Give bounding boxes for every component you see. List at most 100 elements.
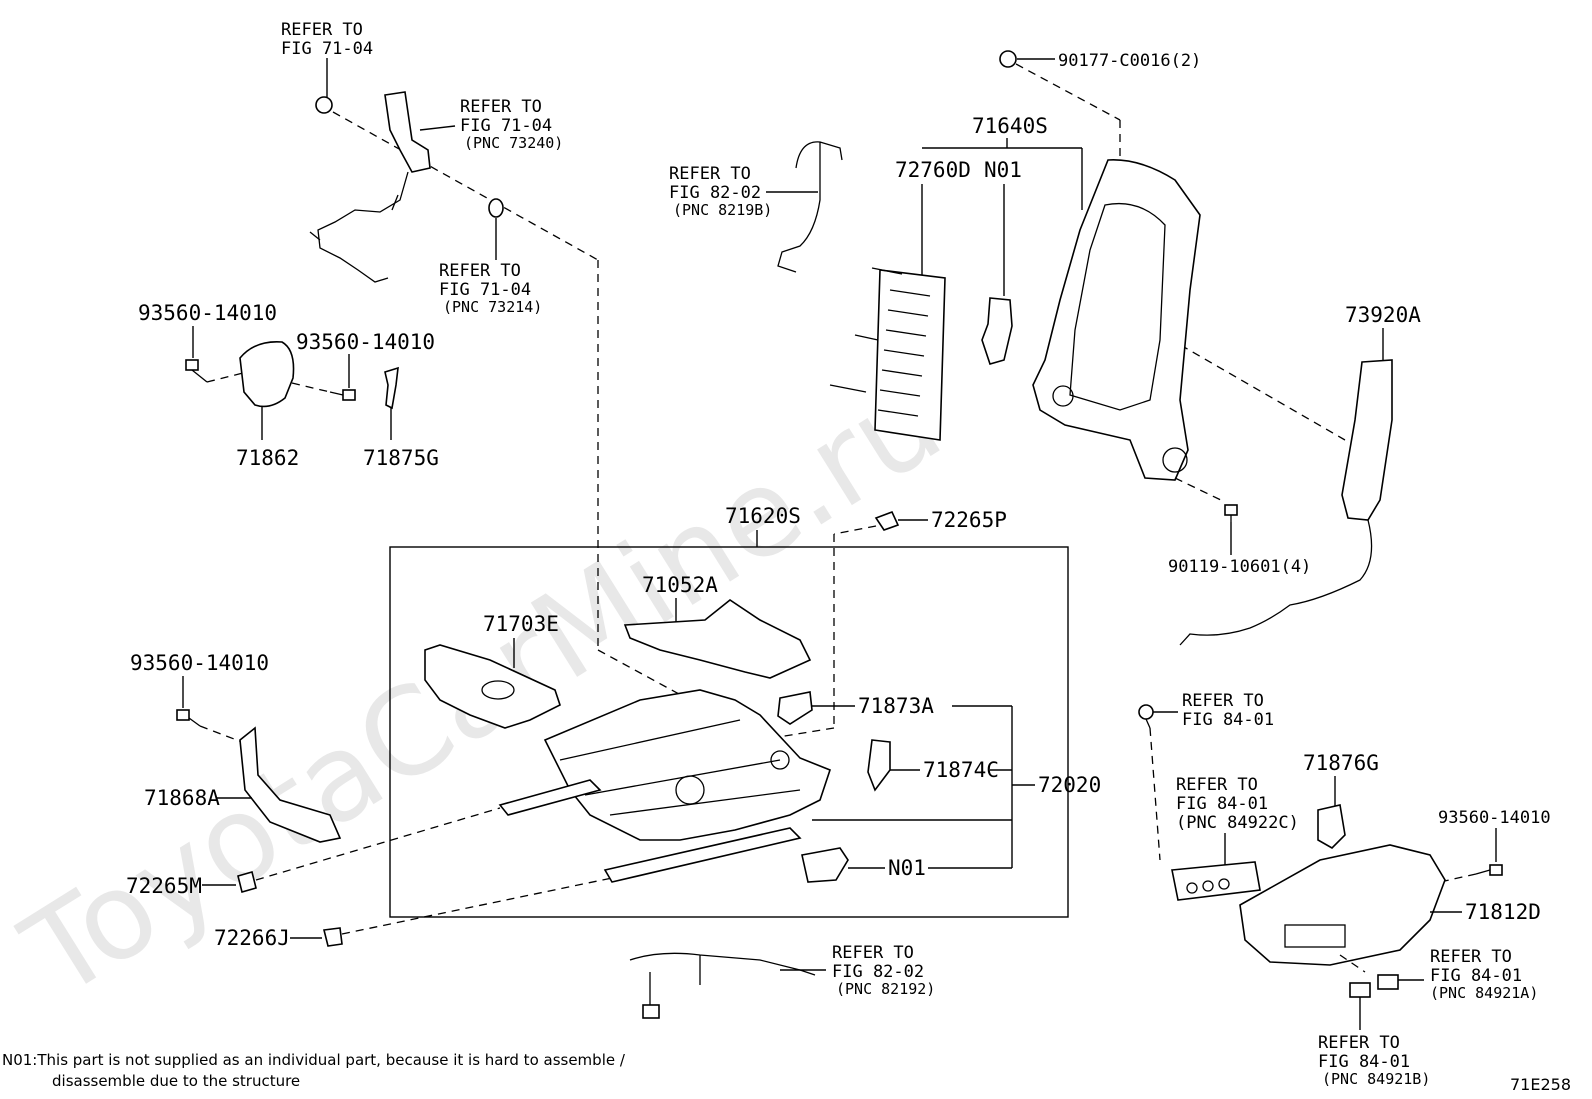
motor-n01-art	[801, 847, 849, 883]
callout-line: REFER TO	[439, 261, 521, 281]
part-label-71862: 71862	[236, 446, 299, 470]
callout-refer-71-04-top: REFER TO FIG 71-04	[281, 20, 373, 59]
callout-line: (PNC 82192)	[836, 980, 935, 998]
clip-icon	[237, 871, 257, 893]
clip-icon	[874, 510, 900, 531]
callout-line: (PNC 84921A)	[1430, 984, 1538, 1002]
cushion-frame-art	[424, 644, 561, 729]
callout-line: FIG 84-01	[1318, 1052, 1410, 1072]
bracket-71876g-art	[1317, 804, 1346, 849]
dashed-leader	[833, 525, 877, 535]
part-label-90119-10601: 90119-10601(4)	[1168, 557, 1311, 577]
callout-line: REFER TO	[832, 943, 914, 963]
part-label-71703e: 71703E	[483, 612, 559, 636]
clip-icon	[323, 927, 343, 947]
dashed-leader	[255, 807, 501, 881]
side-airbag-art	[1341, 359, 1393, 521]
callout-line: FIG 82-02	[669, 183, 761, 203]
callout-line: (PNC 84921B)	[1322, 1070, 1430, 1088]
callout-line: FIG 82-02	[832, 962, 924, 982]
part-label-71874c: 71874C	[923, 758, 999, 782]
part-label-93560-14010: 93560-14010	[138, 301, 277, 325]
part-label-71812d: 71812D	[1465, 900, 1541, 924]
part-label-71868a: 71868A	[144, 786, 220, 810]
part-label-72266j: 72266J	[214, 926, 290, 950]
dashed-leader	[1149, 727, 1161, 861]
cushion-frame-hole	[481, 680, 515, 700]
bolt-icon	[176, 709, 201, 727]
clip-grommet	[315, 96, 333, 114]
bracket-art	[384, 366, 399, 410]
lumbar-support-art	[829, 267, 946, 441]
dashed-leader	[341, 877, 613, 935]
dashed-leader	[199, 725, 243, 743]
lumbar-motor-art	[981, 297, 1013, 365]
part-label-93560-14010: 93560-14010	[130, 651, 269, 675]
callout-refer-84-01-pnc84922c: REFER TO FIG 84-01 (PNC 84922C)	[1176, 775, 1299, 833]
part-label-71876g: 71876G	[1303, 751, 1379, 775]
part-label-71052a: 71052A	[642, 573, 718, 597]
callout-refer-71-04-pnc73214: REFER TO FIG 71-04 (PNC 73214)	[439, 261, 542, 316]
part-label-73920a: 73920A	[1345, 303, 1421, 327]
bolt-icon	[1475, 864, 1503, 876]
leader-line	[419, 125, 456, 131]
airbag-wire-art	[1179, 519, 1373, 646]
callout-line: FIG 84-01	[1176, 794, 1268, 814]
part-label-71873a: 71873A	[858, 694, 934, 718]
figure-code: 71E258	[1510, 1075, 1571, 1094]
callout-line: REFER TO	[669, 164, 751, 184]
assembly-box	[389, 546, 1069, 918]
part-label-n01: N01	[984, 158, 1022, 182]
dashed-leader	[1439, 873, 1477, 883]
dashed-leader	[332, 111, 599, 261]
callout-refer-84-01-pnc84921b: REFER TO FIG 84-01 (PNC 84921B)	[1318, 1033, 1430, 1088]
dashed-leader	[597, 649, 691, 701]
dashed-leader	[206, 371, 248, 383]
dashed-leader	[1339, 954, 1366, 973]
callout-refer-82-02-pnc8219b: REFER TO FIG 82-02 (PNC 8219B)	[669, 164, 772, 219]
callout-line: FIG 84-01	[1430, 966, 1522, 986]
callout-refer-71-04-pnc73240: REFER TO FIG 71-04 (PNC 73240)	[460, 97, 563, 152]
part-label-93560-14010: 93560-14010	[1438, 808, 1551, 828]
nut-icon	[999, 50, 1017, 68]
footnote-line-2: disassemble due to the structure	[52, 1072, 300, 1090]
part-label-90177-c0016: 90177-C0016(2)	[1058, 51, 1201, 71]
part-label-72265m: 72265M	[126, 874, 202, 898]
bolt-icon	[329, 389, 356, 401]
part-label-71640s: 71640S	[972, 114, 1048, 138]
bolt-icon	[185, 359, 208, 383]
part-label-72020: 72020	[1038, 773, 1101, 797]
part-label-72265p: 72265P	[931, 508, 1007, 532]
part-label-71875g: 71875G	[363, 446, 439, 470]
cushion-pan-art	[623, 599, 812, 679]
seatback-frame-art	[1032, 159, 1201, 481]
seat-switch-art	[1171, 861, 1261, 901]
bolt-icon	[1224, 504, 1238, 522]
connector-icon	[642, 1004, 660, 1019]
part-label-72760d: 72760D	[895, 158, 971, 182]
shield-cover-art	[239, 341, 295, 408]
part-label-71620s: 71620S	[725, 504, 801, 528]
switch-opening	[1284, 924, 1346, 948]
dashed-leader	[291, 382, 331, 393]
callout-line: REFER TO	[281, 20, 363, 40]
wire-harness-art	[777, 141, 843, 273]
callout-line: REFER TO	[1182, 691, 1264, 711]
callout-line: (PNC 84922C)	[1176, 813, 1299, 833]
footnote-line-1: N01:This part is not supplied as an indi…	[2, 1051, 626, 1069]
callout-line: (PNC 73214)	[443, 298, 542, 316]
callout-line: FIG 71-04	[460, 116, 552, 136]
screw-icon	[1138, 704, 1154, 729]
dashed-leader	[1015, 63, 1121, 121]
callout-line: REFER TO	[1176, 775, 1258, 795]
knob-84921b-art	[1349, 982, 1371, 998]
callout-line: FIG 84-01	[1182, 710, 1274, 730]
side-cover-art	[239, 726, 342, 843]
bracket-71874c-art	[867, 739, 891, 792]
callout-refer-82-02-pnc82192: REFER TO FIG 82-02 (PNC 82192)	[832, 943, 935, 998]
callout-line: (PNC 73240)	[464, 134, 563, 152]
callout-line: (PNC 8219B)	[673, 201, 772, 219]
callout-line: FIG 71-04	[439, 280, 531, 300]
